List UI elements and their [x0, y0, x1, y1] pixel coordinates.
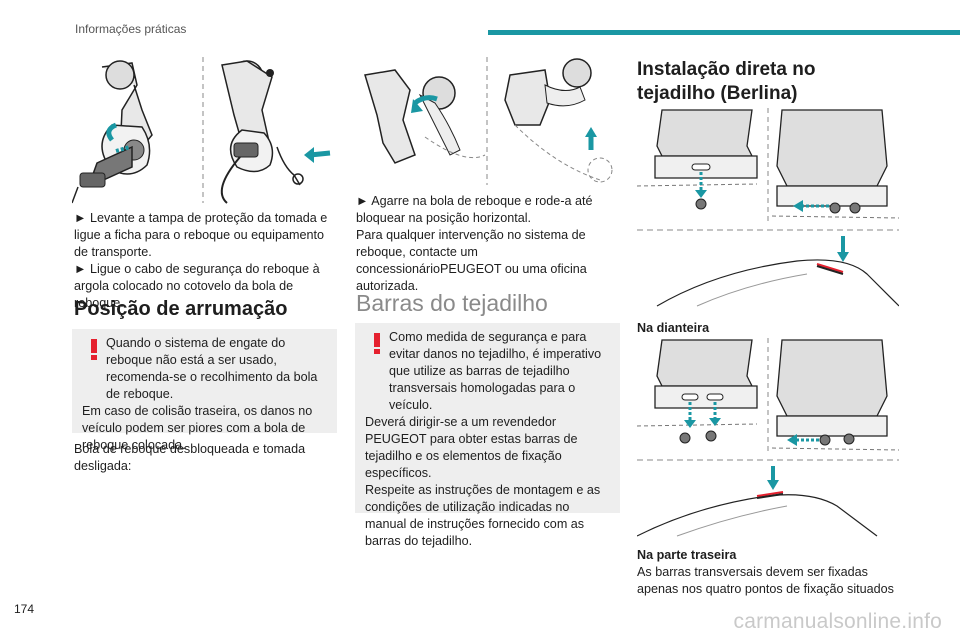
- caption-rear: Na parte traseira: [637, 548, 737, 562]
- heading-line: tejadilho (Berlina): [637, 83, 798, 104]
- towbar-socket-illustration: [72, 57, 331, 204]
- caption-front: Na dianteira: [637, 321, 710, 335]
- rear-text-line: apenas nos quatro pontos de fixação situ…: [637, 582, 894, 596]
- watermark-text: carmanualsonline.info: [733, 610, 942, 633]
- warning-text: Em caso de colisão traseira, os danos no…: [82, 404, 313, 452]
- step-text: ► Ligue o cabo de segurança do reboque à…: [74, 262, 320, 310]
- warning-text: Respeite as instruções de montagem e as …: [365, 483, 601, 548]
- section-heading-direct-install: Instalação direta no tejadilho (Berlina): [637, 58, 815, 106]
- rear-text-line: As barras transversais devem ser fixadas: [637, 565, 868, 579]
- storage-note: Bola de reboque desbloqueada e tomada de…: [74, 442, 306, 473]
- warning-exclamation-icon: [91, 339, 97, 360]
- column-2-steps: ► Agarre na bola de reboque e rode-a até…: [356, 193, 621, 295]
- warning-text: Quando o sistema de engate do reboque nã…: [106, 336, 318, 401]
- warning-text: Deverá dirigir-se a um revendedor PEUGEO…: [365, 415, 578, 480]
- section-heading-roof-bars: Barras do tejadilho: [356, 290, 548, 316]
- warning-exclamation-icon: [374, 333, 380, 354]
- step-text: ► Agarre na bola de reboque e rode-a até…: [356, 194, 593, 225]
- step-text: ► Levante a tampa de proteção da tomada …: [74, 211, 328, 259]
- rear-caption-block: Na parte traseira As barras transversais…: [637, 547, 907, 598]
- warning-text: Como medida de segurança e para evitar d…: [389, 330, 602, 412]
- warning-box-roof-bars: Como medida de segurança e para evitar d…: [355, 323, 620, 548]
- page-number: 174: [14, 602, 35, 616]
- header-accent-bar: [488, 30, 960, 35]
- column-1-steps: ► Levante a tampa de proteção da tomada …: [74, 210, 339, 312]
- running-header: Informações práticas: [75, 22, 187, 36]
- heading-line: Instalação direta no: [637, 59, 816, 80]
- step-text: Para qualquer intervenção no sistema de …: [356, 228, 587, 293]
- section-heading-storage: Posição de arrumação: [74, 298, 288, 320]
- front-fixing-diagram: [637, 108, 899, 307]
- towball-rotate-illustration: [364, 57, 613, 185]
- rear-fixing-diagram: [637, 338, 899, 537]
- warning-box-storage: Quando o sistema de engate do reboque nã…: [72, 329, 337, 452]
